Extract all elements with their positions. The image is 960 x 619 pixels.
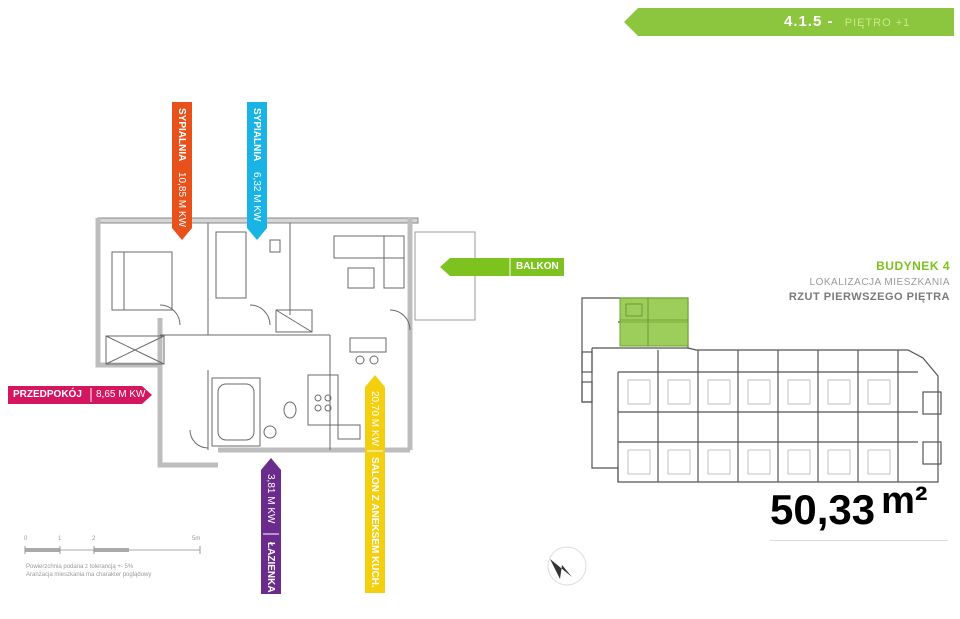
compass-arrow-icon bbox=[547, 546, 587, 586]
unit-floor: PIĘTRO +1 bbox=[844, 17, 911, 29]
unit-label: 4.1.5 - PIĘTRO +1 bbox=[784, 13, 910, 30]
floor-plan-label: RZUT PIERWSZEGO PIĘTRA bbox=[788, 291, 950, 303]
bathroom-tag-shape bbox=[261, 458, 281, 594]
living-tag: 20,70 M KW SALON Z ANEKSEM KUCH. bbox=[365, 375, 385, 593]
unit-number: 4.1.5 - bbox=[784, 13, 834, 30]
bedroom2-tag: SYPIALNIA 6,32 M KW bbox=[247, 102, 267, 240]
living-area: 20,70 M KW bbox=[369, 391, 380, 447]
bathroom-area: 3,81 M KW bbox=[265, 474, 276, 524]
note-tolerance: Powierzchnia podana z tolerancją +- 5% bbox=[26, 564, 134, 570]
balcony-tag: BALKON bbox=[440, 258, 564, 276]
bathroom-name: ŁAZIENKA bbox=[265, 542, 276, 593]
balcony-name: BALKON bbox=[516, 261, 559, 272]
bathroom-tag: 3,81 M KW ŁAZIENKA bbox=[261, 458, 281, 594]
living-name: SALON Z ANEKSEM KUCH. bbox=[369, 457, 380, 588]
living-tag-shape bbox=[365, 375, 385, 593]
hallway-tag: PRZEDPOKÓJ 8,65 M KW bbox=[8, 386, 152, 404]
bedroom1-area: 10,85 M KW bbox=[176, 172, 187, 228]
unit-highlight bbox=[619, 297, 689, 347]
bedroom2-tag-shape bbox=[247, 102, 267, 240]
bedroom2-name: SYPIALNIA bbox=[251, 108, 262, 162]
area-unit: m² bbox=[881, 480, 928, 522]
scale-mark-2: 2 bbox=[92, 536, 96, 542]
building-key-plan bbox=[581, 297, 942, 483]
scale-mark-1: 1 bbox=[58, 536, 62, 542]
disclaimer-notes: Powierzchnia podana z tolerancją +- 5% A… bbox=[26, 563, 151, 579]
building-name: BUDYNEK 4 bbox=[876, 259, 950, 273]
hallway-tag-shape bbox=[8, 386, 152, 404]
bedroom2-area: 6,32 M KW bbox=[251, 172, 262, 222]
scale-mark-0: 0 bbox=[24, 536, 28, 542]
bedroom1-tag-shape bbox=[172, 102, 192, 240]
hallway-area: 8,65 M KW bbox=[96, 389, 146, 400]
area-underline bbox=[770, 540, 948, 541]
floor-plan bbox=[95, 217, 476, 468]
scale-mark-5m: 5m bbox=[192, 536, 201, 542]
banner-arrow-shape bbox=[624, 8, 954, 36]
note-arrangement: Aranżacja mieszkania ma charakter pogląd… bbox=[26, 572, 152, 578]
area-value: 50,33 bbox=[770, 486, 876, 533]
bedroom1-name: SYPIALNIA bbox=[176, 108, 187, 162]
location-info: BUDYNEK 4 LOKALIZACJA MIESZKANIA RZUT PI… bbox=[650, 259, 950, 303]
hallway-name: PRZEDPOKÓJ bbox=[13, 389, 82, 400]
location-label: LOKALIZACJA MIESZKANIA bbox=[809, 277, 950, 288]
bedroom1-tag: SYPIALNIA 10,85 M KW bbox=[172, 102, 192, 240]
balcony-tag-shape bbox=[440, 258, 564, 276]
scale-bar bbox=[24, 546, 201, 554]
unit-banner: 4.1.5 - PIĘTRO +1 bbox=[624, 8, 954, 36]
